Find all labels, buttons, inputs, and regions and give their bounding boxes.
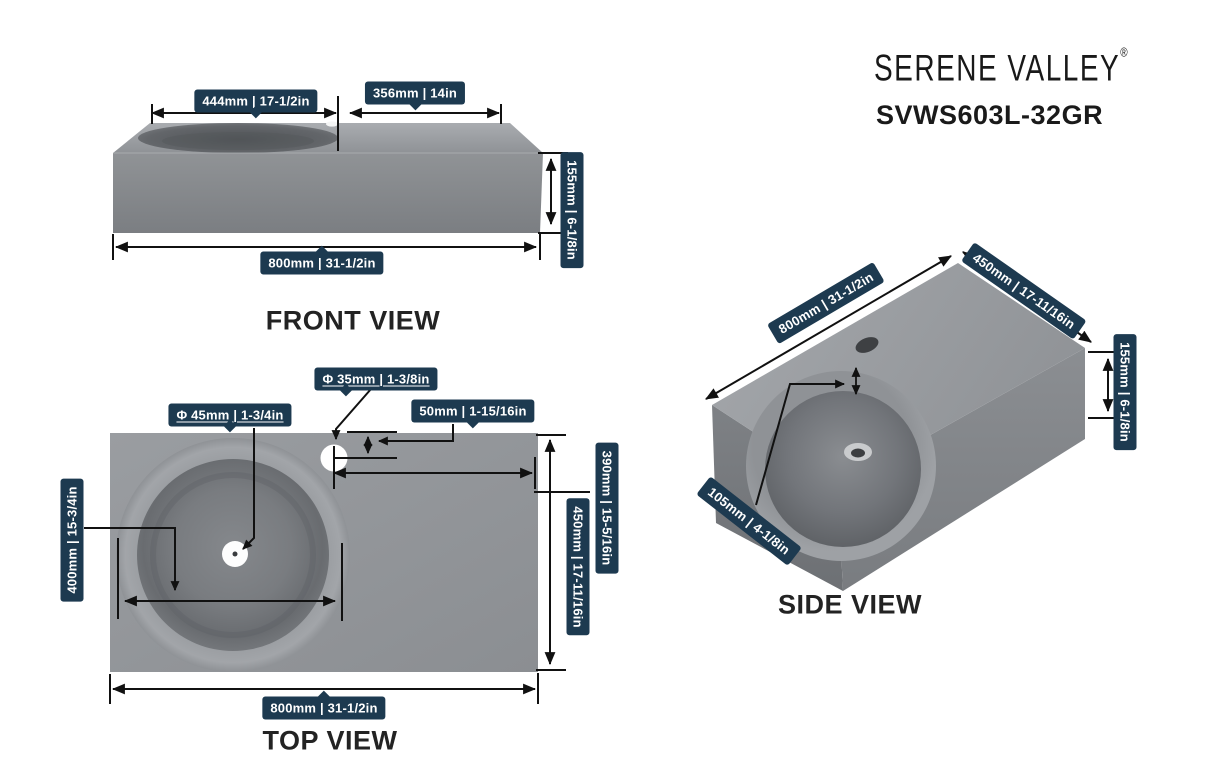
front-dim-basin-width: 444mm | 17-1/2in — [194, 89, 318, 119]
brand-name: SERENE VALLEY — [874, 47, 1121, 89]
model-number: SVWS603L-32GR — [876, 100, 1104, 130]
top-dim-faucet-offset-text: 50mm | 1-15/16in — [419, 403, 527, 419]
top-dim-faucet-offset: 50mm | 1-15/16in — [411, 399, 535, 429]
front-view-sink — [113, 121, 543, 233]
top-dim-drain-diameter-text: Φ 45mm | 1-3/4in — [176, 407, 284, 423]
front-dim-total-width: 800mm | 31-1/2in — [260, 245, 384, 275]
front-dim-total-width-text: 800mm | 31-1/2in — [268, 255, 376, 271]
front-dim-basin-width-text: 444mm | 17-1/2in — [202, 93, 310, 109]
front-dim-counter-width: 356mm | 14in — [364, 81, 466, 111]
front-view-title: FRONT VIEW — [265, 305, 441, 336]
side-dim-height: 155mm | 6-1/8in — [1113, 334, 1137, 450]
registered-mark: ® — [1120, 46, 1128, 61]
front-dim-height-text: 155mm | 6-1/8in — [564, 160, 580, 260]
top-view-title: TOP VIEW — [262, 725, 398, 756]
top-dim-basin-width: 400mm | 15-3/4in — [60, 478, 84, 602]
top-dim-drain-diameter: Φ 45mm | 1-3/4in — [168, 403, 292, 433]
side-dim-height-text: 155mm | 6-1/8in — [1117, 342, 1133, 442]
top-dim-depth-text: 450mm | 17-11/16in — [570, 506, 586, 628]
top-dim-faucet-hole-diameter-text: Φ 35mm | 1-3/8in — [322, 371, 430, 387]
front-view-dimensions — [112, 96, 572, 260]
top-dim-faucet-to-edge-text: 390mm | 15-5/16in — [599, 450, 615, 566]
top-dim-faucet-hole-diameter: Φ 35mm | 1-3/8in — [314, 367, 438, 397]
front-dim-height: 155mm | 6-1/8in — [560, 152, 584, 268]
top-dim-faucet-to-edge: 390mm | 15-5/16in — [595, 442, 619, 574]
side-view-title: SIDE VIEW — [777, 589, 923, 620]
top-view-dimensions — [84, 388, 590, 704]
top-dim-total-width-text: 800mm | 31-1/2in — [270, 700, 378, 716]
top-dim-total-width: 800mm | 31-1/2in — [262, 690, 386, 720]
top-dim-basin-width-text: 400mm | 15-3/4in — [64, 486, 80, 594]
brand-logo: SERENE VALLEY® — [874, 46, 1128, 90]
top-dim-depth: 450mm | 17-11/16in — [566, 498, 590, 636]
front-dim-counter-width-text: 356mm | 14in — [372, 85, 458, 101]
